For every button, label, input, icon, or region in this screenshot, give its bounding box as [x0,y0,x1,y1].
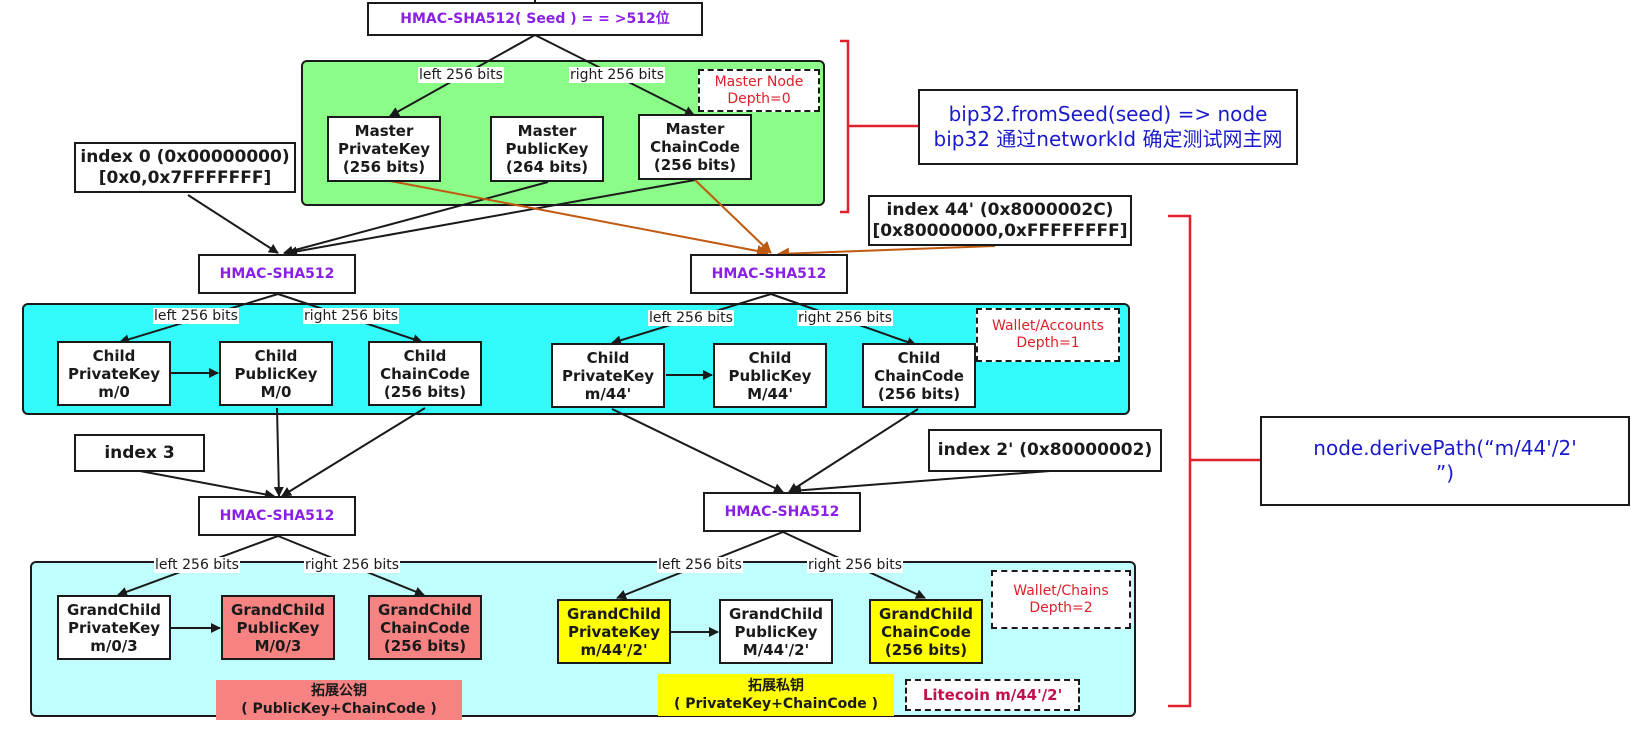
master-private-key: Master PrivateKey (256 bits) [327,116,441,182]
index-0-box: index 0 (0x00000000) [0x0,0x7FFFFFFF] [74,142,296,193]
bracket-derive [1168,214,1192,708]
grandchild-chain-code-03: GrandChild ChainCode (256 bits) [368,595,482,660]
hmac-box-1: HMAC-SHA512 [198,254,356,294]
child-private-key-m0: Child PrivateKey m/0 [57,341,171,406]
index-44h-box: index 44' (0x8000002C) [0x80000000,0xFFF… [868,195,1132,246]
grandchild-private-key-m44h2h: GrandChild PrivateKey m/44'/2' [557,599,671,664]
seed-hmac-box: HMAC-SHA512( Seed ) = = >512位 [367,2,703,36]
edge-ccc44-hmac4 [788,408,919,493]
hmac-box-2: HMAC-SHA512 [690,254,848,294]
chains-depth-label: Wallet/Chains Depth=2 [991,570,1131,629]
accounts-depth-label: Wallet/Accounts Depth=1 [976,308,1120,362]
child-public-key-M44h: Child PublicKey M/44' [713,343,827,408]
grandchild-private-key-m03: GrandChild PrivateKey m/0/3 [57,595,171,660]
edge-label-left: left 256 bits [154,557,240,573]
edge-cpub0-hmac3 [273,407,284,497]
master-public-key: Master PublicKey (264 bits) [490,116,604,182]
child-private-key-m44h: Child PrivateKey m/44' [551,343,665,408]
edge-ccc0-hmac3 [281,407,426,497]
derive-path-note: node.derivePath(“m/44'/2' ”) [1260,416,1630,506]
litecoin-path-label: Litecoin m/44'/2' [905,679,1080,711]
grandchild-public-key-M03: GrandChild PublicKey M/0/3 [221,595,335,660]
edge-label-left: left 256 bits [153,308,239,324]
from-seed-note: bip32.fromSeed(seed) => node bip32 通过net… [918,89,1298,165]
edge-label-left: left 256 bits [657,557,743,573]
grandchild-chain-code-44h2h: GrandChild ChainCode (256 bits) [869,599,983,664]
index-3-box: index 3 [74,434,205,472]
index-2h-box: index 2' (0x80000002) [928,429,1162,472]
edge-label-left: left 256 bits [648,310,734,326]
master-chain-code: Master ChainCode (256 bits) [638,114,752,180]
edge-label-right: right 256 bits [569,67,666,83]
edge-label-left: left 256 bits [418,67,504,83]
extended-public-key-label: 拓展公钥 ( PublicKey+ChainCode ) [216,680,462,720]
edge-cpriv44-hmac4 [611,408,784,493]
edge-label-right: right 256 bits [303,308,400,324]
grandchild-public-key-M44h2h: GrandChild PublicKey M/44'/2' [719,599,833,664]
bracket-master [840,39,850,214]
child-chain-code-0: Child ChainCode (256 bits) [368,341,482,406]
extended-private-key-label: 拓展私钥 ( PrivateKey+ChainCode ) [658,674,894,716]
edge-index2h-hmac4 [791,470,1051,496]
child-chain-code-44h: Child ChainCode (256 bits) [862,343,976,408]
hmac-box-3: HMAC-SHA512 [198,496,356,536]
edge-index0-hmac [187,194,279,254]
edge-index3-hmac3 [139,470,275,500]
child-public-key-M0: Child PublicKey M/0 [219,341,333,406]
edge-label-right: right 256 bits [807,557,904,573]
edge-label-right: right 256 bits [797,310,894,326]
edge-index44-hmac2 [777,245,996,260]
edge-label-right: right 256 bits [304,557,401,573]
master-depth-label: Master Node Depth=0 [698,69,820,112]
hmac-box-4: HMAC-SHA512 [703,492,861,532]
